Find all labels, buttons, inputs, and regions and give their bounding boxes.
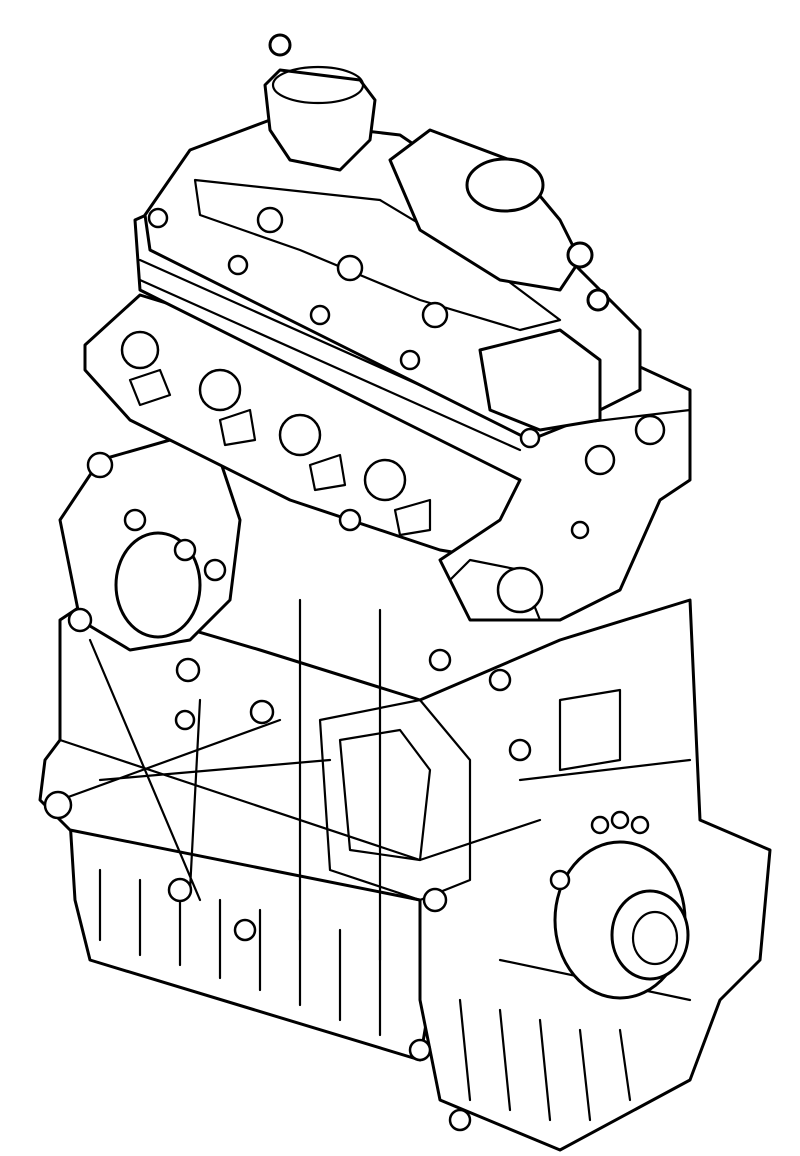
oil-filler-cap	[263, 33, 377, 172]
cover-bolt	[336, 254, 364, 282]
crankshaft-hub	[549, 810, 690, 1000]
manifold-flange	[83, 293, 522, 562]
water-pump-housing	[58, 438, 242, 652]
engine-block	[38, 598, 772, 1152]
mounting-bosses	[43, 648, 532, 1132]
cover-bolt	[256, 206, 284, 234]
cover-bolt	[421, 301, 449, 329]
vacuum-pump	[388, 128, 610, 432]
cap-handle	[268, 33, 292, 57]
